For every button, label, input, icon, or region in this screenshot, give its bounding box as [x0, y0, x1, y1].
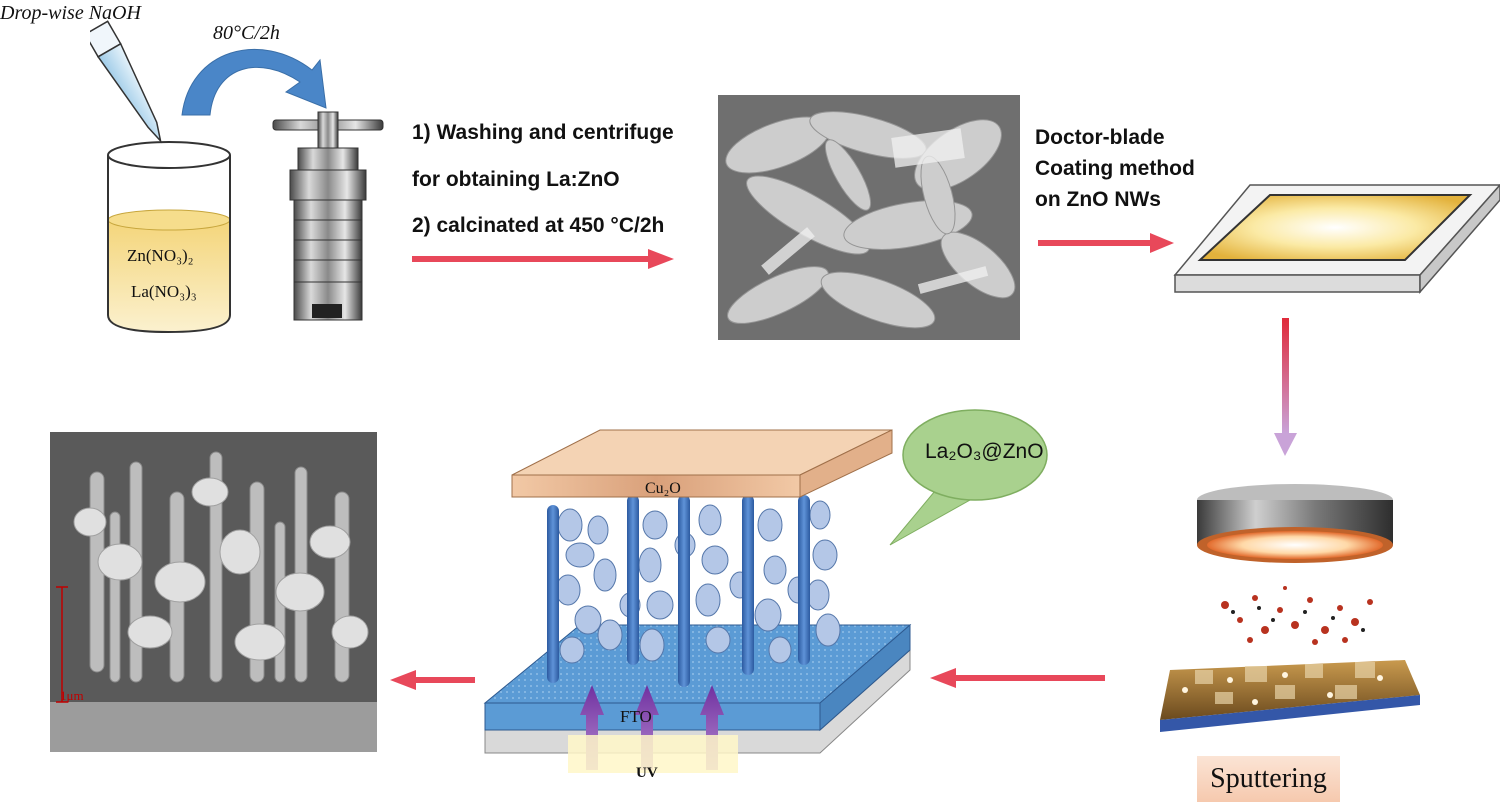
sputtering-label: Sputtering	[1210, 763, 1327, 794]
step2-line3: 2) calcinated at 450 °C/2h	[412, 214, 665, 237]
beaker-label-la: La(NO₃)₃	[131, 282, 197, 301]
arrow-down-icon	[1274, 318, 1297, 456]
uv-label: UV	[636, 765, 658, 781]
step2-line1: 1) Washing and centrifuge	[412, 121, 674, 144]
step2-line2: for obtaining La:ZnO	[412, 168, 620, 191]
naoh-label: Drop-wise NaOH	[0, 2, 141, 24]
sem-image-cross-section	[50, 432, 377, 752]
device-schematic	[483, 429, 912, 773]
step3-line1: Doctor-blade	[1035, 126, 1165, 149]
arrow-right-icon	[412, 249, 674, 269]
arrow-right-icon	[1038, 233, 1174, 253]
sputtering-label-box: Sputtering	[1197, 756, 1340, 802]
scale-bar-label: 1μm	[60, 688, 84, 703]
autoclave-icon	[272, 111, 384, 321]
synthesis-illustration	[90, 20, 384, 334]
pipette-icon	[90, 20, 162, 144]
beaker-label-zn: Zn(NO₃)₂	[127, 246, 194, 265]
callout-label: La₂O₃@ZnO	[925, 440, 1044, 463]
sem-image-la-zno	[718, 95, 1020, 340]
fto-label: FTO	[620, 707, 652, 726]
arrow-left-icon	[930, 668, 1105, 688]
callout-bubble	[889, 409, 1048, 546]
arrow-left-icon	[390, 670, 475, 690]
temperature-label: 80°C/2h	[213, 22, 280, 44]
cu2o-label: Cu₂O	[645, 480, 681, 497]
coated-substrate-icon	[1173, 183, 1500, 295]
step3-line2: Coating method	[1035, 157, 1195, 180]
beaker-icon	[107, 141, 231, 334]
step3-line3: on ZnO NWs	[1035, 188, 1161, 211]
sputtering-illustration	[1160, 484, 1420, 732]
transfer-arrow-icon	[181, 48, 327, 116]
